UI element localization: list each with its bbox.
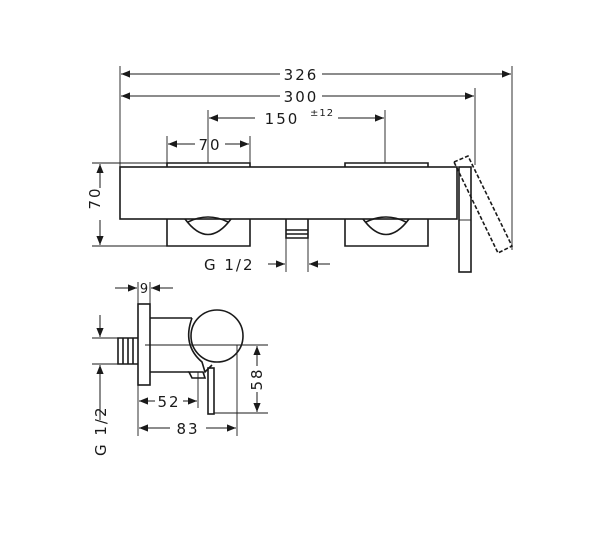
lever-rotated-dashed [452, 154, 514, 255]
dimension-70-width: 70 [168, 136, 249, 154]
inlet-connector [117, 337, 138, 365]
lever-side [207, 367, 215, 415]
dim-70-width-label: 70 [198, 136, 221, 154]
dim-9-label: 9 [140, 282, 148, 297]
outlet-connector [285, 219, 309, 239]
side-view: 9 G 1/2 58 52 83 [92, 282, 268, 456]
dim-52-label: 52 [157, 393, 180, 411]
handle-right [344, 219, 429, 247]
dimension-70-height: 70 [86, 164, 104, 245]
dim-300-label: 300 [284, 88, 319, 106]
dim-70-height-label: 70 [86, 186, 104, 209]
front-view: 326 300 150 ±12 70 70 [86, 66, 514, 274]
mixer-body [119, 166, 458, 220]
handle-outline [187, 317, 213, 374]
lever [458, 166, 472, 273]
dimension-g12-inlet: G 1/2 [92, 315, 110, 456]
dimension-150: 150 ±12 [209, 108, 384, 128]
dimension-300: 300 [121, 88, 474, 106]
handle-left-cutout [184, 216, 232, 236]
outlet-side [187, 371, 207, 379]
dimension-83: 83 [139, 420, 236, 438]
dim-150-label: 150 [265, 110, 300, 128]
handle-tops [166, 162, 429, 167]
dimension-58: 58 [248, 346, 266, 412]
dim-83-label: 83 [176, 420, 199, 438]
wall-flange [137, 303, 151, 386]
dimension-326: 326 [121, 66, 511, 84]
dimension-9: 9 [115, 282, 173, 297]
body-side [150, 317, 192, 373]
dim-326-label: 326 [284, 66, 319, 84]
dim-150-tolerance: ±12 [310, 108, 334, 119]
dimension-52: 52 [139, 393, 197, 411]
dim-58-label: 58 [248, 367, 266, 390]
handle-circle [190, 309, 244, 363]
handle-left [166, 219, 251, 247]
dim-g12-inlet-label: G 1/2 [92, 405, 110, 456]
dimension-outlet-g12: G 1/2 [204, 256, 330, 274]
dim-outlet-g12-label: G 1/2 [204, 256, 255, 274]
handle-right-cutout [362, 216, 410, 236]
